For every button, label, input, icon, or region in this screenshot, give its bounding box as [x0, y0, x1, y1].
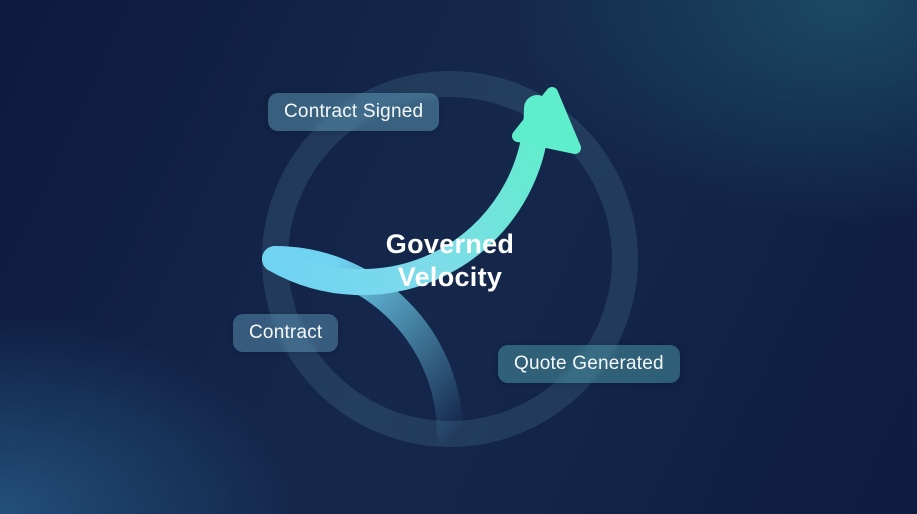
stage-label-quote-generated: Quote Generated	[498, 345, 680, 383]
stage-label-contract-signed: Contract Signed	[268, 93, 440, 131]
cycle-arc	[262, 95, 550, 296]
diagram-title-line-1: Governed	[385, 229, 515, 259]
diagram-title-line-2: Velocity	[397, 262, 503, 292]
cycle-arrowhead-icon-outline	[512, 87, 581, 154]
diagram-title: Governed Velocity	[330, 228, 570, 294]
stage-label-contract: Contract	[233, 314, 339, 352]
